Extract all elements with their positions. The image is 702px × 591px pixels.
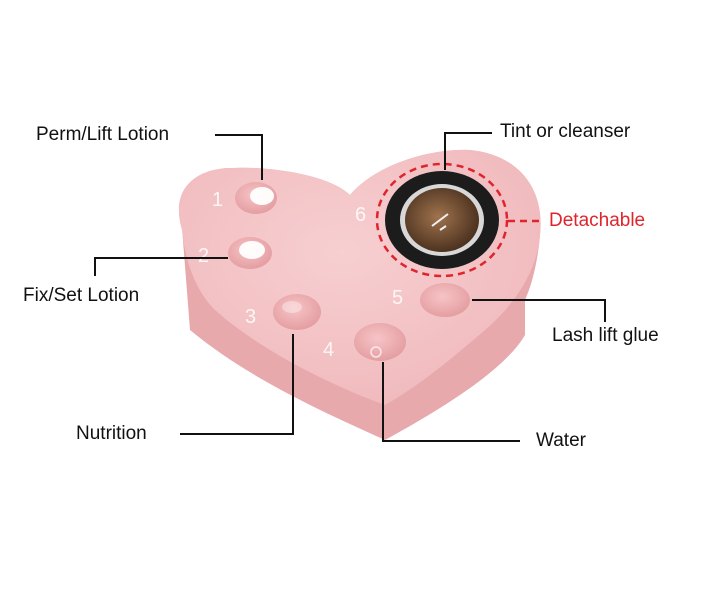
well-number-1: 1	[212, 189, 223, 211]
label-fix-set-lotion: Fix/Set Lotion	[23, 285, 140, 306]
well-number-4: 4	[323, 339, 334, 361]
well-3-shine	[282, 301, 302, 313]
label-perm-lift-lotion: Perm/Lift Lotion	[36, 124, 170, 145]
tint-contents	[405, 188, 479, 252]
label-water: Water	[536, 430, 586, 451]
well-number-3: 3	[245, 306, 256, 328]
label-tint-or-cleanser: Tint or cleanser	[500, 121, 631, 142]
label-detachable: Detachable	[549, 210, 646, 231]
leader-tint	[444, 132, 492, 170]
leader-water	[382, 362, 520, 442]
leader-perm-lift	[215, 134, 263, 180]
lotion-drop-1	[250, 187, 274, 205]
leader-nutrition	[180, 334, 294, 435]
well-number-5: 5	[392, 287, 403, 309]
detachable-outline	[375, 162, 509, 278]
lotion-drop-2	[239, 241, 265, 259]
leader-lash-glue	[472, 299, 606, 322]
leader-fix-set	[94, 257, 228, 276]
label-nutrition: Nutrition	[76, 423, 147, 444]
brush-mark-icon	[431, 213, 449, 231]
well-number-2: 2	[198, 245, 209, 267]
label-lash-lift-glue: Lash lift glue	[552, 325, 659, 346]
well-3	[273, 294, 321, 330]
well-4	[354, 323, 406, 361]
well-number-6: 6	[355, 204, 366, 226]
bubble-icon	[370, 346, 382, 358]
well-5	[420, 283, 470, 317]
